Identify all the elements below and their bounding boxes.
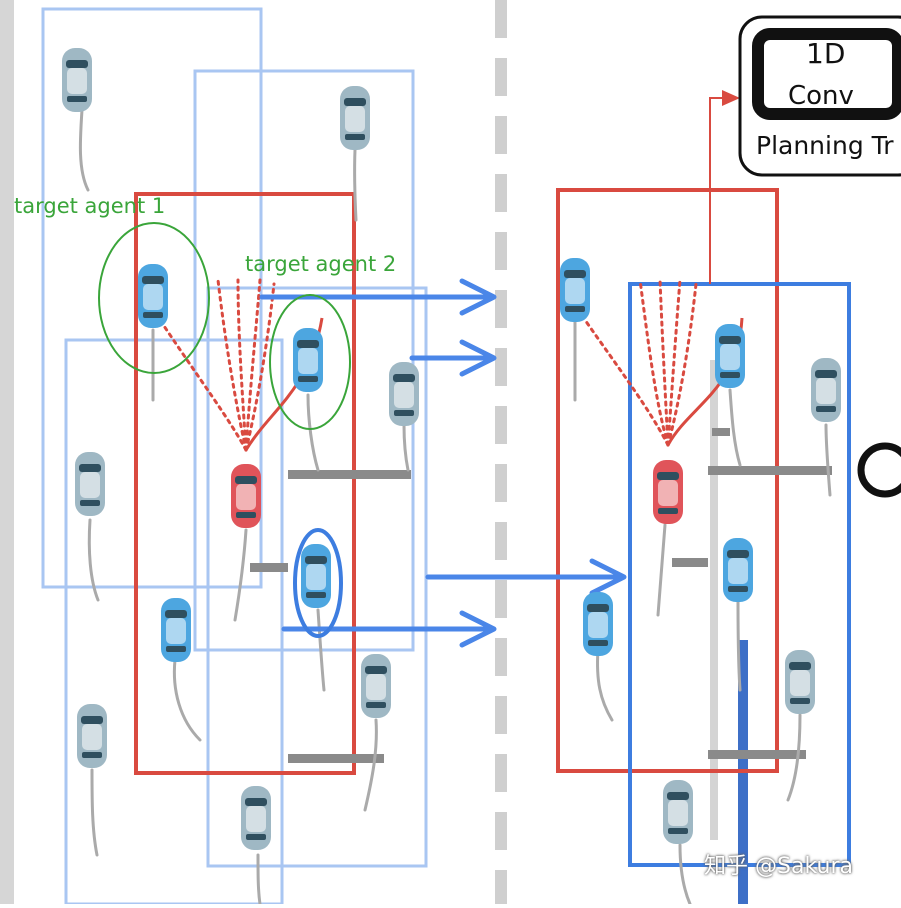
arrow-icon xyxy=(259,278,497,316)
car-icon xyxy=(75,452,105,516)
circle-marker-icon xyxy=(857,442,901,498)
planning-caption: Planning Tr xyxy=(756,131,894,160)
car-icon xyxy=(389,362,419,426)
target-agent-1-circle xyxy=(98,222,210,374)
watermark: 知乎 @Sakura xyxy=(704,854,853,879)
history-trails-right xyxy=(573,318,832,906)
target-agent-2-label: target agent 2 xyxy=(245,252,397,276)
ego-box-left xyxy=(134,192,356,775)
car-icon xyxy=(663,780,693,844)
predicted-trajectories-right xyxy=(583,278,698,447)
stop-bars-right xyxy=(672,428,832,759)
car-icon xyxy=(653,460,683,524)
car-icon xyxy=(77,704,107,768)
car-icon xyxy=(811,358,841,422)
road-edge-left xyxy=(0,0,14,904)
conv-box xyxy=(752,28,901,120)
target-agent-2-circle xyxy=(269,294,351,430)
car-icon xyxy=(301,544,331,608)
car-icon xyxy=(241,786,271,850)
feedback-arrow xyxy=(709,90,740,284)
lane-line-right xyxy=(710,360,718,840)
car-icon xyxy=(62,48,92,112)
arrow-icon xyxy=(409,339,497,377)
conv-label-line2: Conv xyxy=(788,81,854,111)
history-trails-left xyxy=(78,108,410,906)
car-icon xyxy=(161,598,191,662)
planning-module xyxy=(738,15,901,177)
car-icon xyxy=(560,258,590,322)
predicted-trajectories-left xyxy=(158,278,276,452)
car-icon xyxy=(723,538,753,602)
stop-bars-left xyxy=(250,470,411,763)
car-icon xyxy=(583,592,613,656)
car-icon xyxy=(785,650,815,714)
car-icon xyxy=(361,654,391,718)
agent-box-right xyxy=(628,282,851,867)
conv-label-line1: 1D xyxy=(806,37,846,70)
car-icon xyxy=(340,86,370,150)
ego-box-right xyxy=(556,188,779,773)
target-agent-1-label: target agent 1 xyxy=(14,194,166,218)
arrow-icon xyxy=(425,558,627,596)
car-icon xyxy=(715,324,745,388)
car-icon xyxy=(138,264,168,328)
highlighted-agent-circle xyxy=(293,528,343,638)
arrow-icon xyxy=(281,610,497,648)
car-icon xyxy=(231,464,261,528)
vehicles xyxy=(62,48,841,850)
car-icon xyxy=(293,328,323,392)
